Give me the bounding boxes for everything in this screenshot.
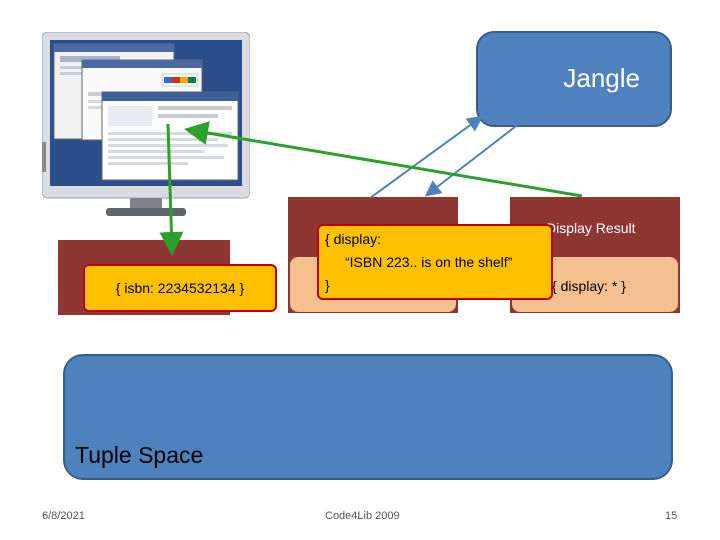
isbn-tuple: { isbn: 2234532134 } xyxy=(83,264,277,312)
monitor-illustration xyxy=(41,31,251,220)
display-result-label: Display Result xyxy=(546,220,636,236)
page-number: 15 xyxy=(665,510,678,522)
footer-center-text: Code4Lib 2009 xyxy=(325,510,400,522)
tuple-space-label: Tuple Space xyxy=(75,442,204,468)
display-tuple: { display: “ISBN 223.. is on the shelf” … xyxy=(317,224,553,300)
jangle-to-lookup-arrow xyxy=(369,115,484,199)
tuple-space-box: Tuple Space xyxy=(63,354,673,480)
jangle-to-display-arrow xyxy=(424,122,521,197)
isbn-tuple-text: { isbn: 2234532134 } xyxy=(115,280,245,296)
jangle-box: Jangle xyxy=(476,31,672,127)
footer-date: 6/8/2021 xyxy=(42,510,85,522)
jangle-label: Jangle xyxy=(563,63,640,93)
display-tuple-line2: “ISBN 223.. is on the shelf” xyxy=(345,254,513,270)
display-tuple-line1: { display: xyxy=(325,231,382,247)
display-template-text: { display: * } xyxy=(552,278,626,294)
display-tuple-line3: } xyxy=(325,277,330,293)
